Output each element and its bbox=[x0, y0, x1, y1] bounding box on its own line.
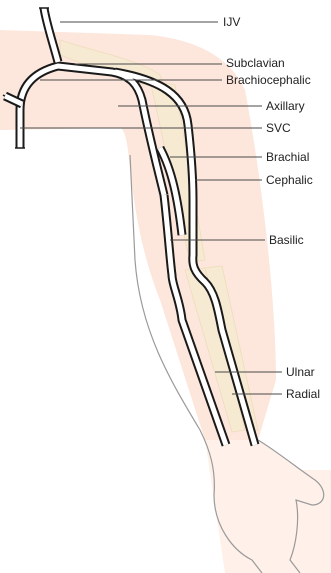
label-svc: SVC bbox=[266, 121, 291, 135]
label-brachial: Brachial bbox=[266, 150, 309, 164]
label-brachiocephalic: Brachiocephalic bbox=[226, 73, 311, 87]
label-ulnar: Ulnar bbox=[286, 365, 315, 379]
label-subclavian: Subclavian bbox=[226, 56, 285, 70]
label-radial: Radial bbox=[286, 387, 320, 401]
label-cephalic: Cephalic bbox=[266, 173, 313, 187]
label-basilic: Basilic bbox=[269, 233, 304, 247]
hand-skin bbox=[205, 440, 331, 573]
label-axillary: Axillary bbox=[266, 99, 305, 113]
label-ijv: IJV bbox=[223, 15, 240, 29]
